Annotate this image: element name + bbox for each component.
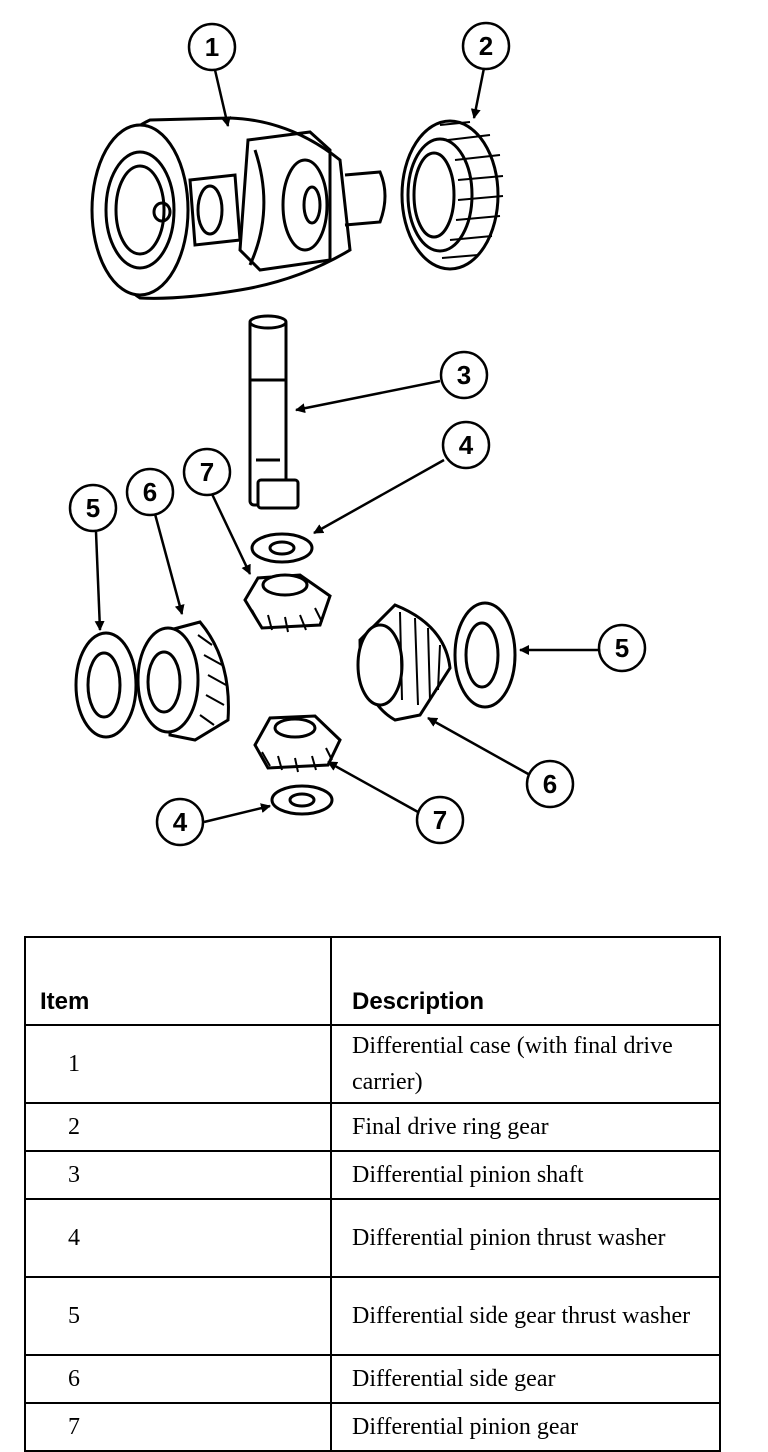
callout-5-right: 5 — [597, 623, 647, 673]
table-header-row: Item Description — [24, 936, 721, 1026]
description-cell: Differential side gear thrust washer — [330, 1276, 721, 1356]
parts-table: Item Description 1 Differential case (wi… — [24, 936, 721, 1452]
svg-text:5: 5 — [615, 633, 629, 663]
description-cell: Differential case (with final drive carr… — [330, 1024, 721, 1104]
callout-5-left: 5 — [68, 483, 118, 533]
side-gear-thrust-washer-right-drawing — [453, 601, 517, 709]
item-number-cell: 1 — [24, 1024, 332, 1104]
svg-text:5: 5 — [86, 493, 100, 523]
differential-case-drawing — [90, 116, 387, 300]
pinion-thrust-washer-upper-drawing — [250, 532, 314, 564]
item-number-cell: 2 — [24, 1102, 332, 1152]
callout-7-upper: 7 — [182, 447, 232, 497]
svg-text:3: 3 — [457, 360, 471, 390]
leader-arrow-4-upper — [313, 458, 445, 535]
table-row: 1 Differential case (with final drive ca… — [24, 1024, 721, 1104]
callout-2: 2 — [461, 21, 511, 71]
callout-7-lower: 7 — [415, 795, 465, 845]
description-cell: Differential pinion gear — [330, 1402, 721, 1452]
callout-3: 3 — [439, 350, 489, 400]
leader-arrows — [94, 67, 598, 824]
description-cell: Differential side gear — [330, 1354, 721, 1404]
svg-text:1: 1 — [205, 32, 219, 62]
item-number-cell: 5 — [24, 1276, 332, 1356]
svg-text:2: 2 — [479, 31, 493, 61]
description-cell: Differential pinion thrust washer — [330, 1198, 721, 1278]
svg-text:4: 4 — [459, 430, 474, 460]
callout-6-right: 6 — [525, 759, 575, 809]
pinion-gear-upper-drawing — [243, 573, 332, 633]
pinion-thrust-washer-lower-drawing — [270, 784, 334, 816]
item-number-cell: 3 — [24, 1150, 332, 1200]
table-row: 5 Differential side gear thrust washer — [24, 1276, 721, 1356]
callout-4-upper: 4 — [441, 420, 491, 470]
ring-gear-drawing — [400, 119, 504, 271]
svg-text:6: 6 — [543, 769, 557, 799]
description-cell: Final drive ring gear — [330, 1102, 721, 1152]
table-row: 3 Differential pinion shaft — [24, 1150, 721, 1200]
exploded-view-diagram: 1 2 3 4 4 5 5 6 6 7 7 — [68, 21, 647, 847]
pinion-gear-lower-drawing — [253, 714, 342, 773]
side-gear-right-drawing — [356, 603, 452, 722]
description-column-header: Description — [330, 936, 721, 1026]
callout-4-lower: 4 — [155, 797, 205, 847]
callout-1: 1 — [187, 22, 237, 72]
leader-arrow-6-right — [427, 716, 531, 777]
callout-6-left: 6 — [125, 467, 175, 517]
leader-arrow-3 — [295, 379, 441, 414]
side-gear-left-drawing — [136, 620, 230, 742]
item-column-header: Item — [24, 936, 332, 1026]
table-row: 4 Differential pinion thrust washer — [24, 1198, 721, 1278]
leader-arrow-4-lower — [203, 803, 271, 824]
svg-text:7: 7 — [433, 805, 447, 835]
svg-text:6: 6 — [143, 477, 157, 507]
leader-arrow-7-lower — [327, 760, 419, 814]
leader-arrow-7-upper — [210, 493, 252, 575]
leader-arrow-6-left — [153, 513, 185, 615]
table-row: 2 Final drive ring gear — [24, 1102, 721, 1152]
item-number-cell: 4 — [24, 1198, 332, 1278]
table-row: 6 Differential side gear — [24, 1354, 721, 1404]
svg-text:7: 7 — [200, 457, 214, 487]
item-number-cell: 6 — [24, 1354, 332, 1404]
description-cell: Differential pinion shaft — [330, 1150, 721, 1200]
leader-arrow-1 — [213, 69, 231, 127]
leader-arrow-2 — [470, 67, 486, 119]
side-gear-thrust-washer-left-drawing — [74, 631, 138, 739]
svg-text:4: 4 — [173, 807, 188, 837]
item-number-cell: 7 — [24, 1402, 332, 1452]
table-row: 7 Differential pinion gear — [24, 1402, 721, 1452]
leader-arrow-5-left — [94, 531, 105, 631]
pinion-shaft-drawing — [248, 314, 300, 510]
